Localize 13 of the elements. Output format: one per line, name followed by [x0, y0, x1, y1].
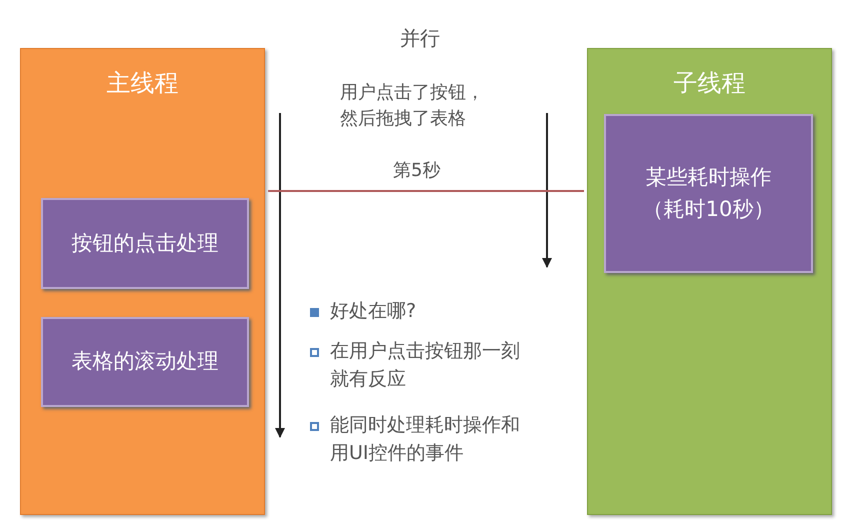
process-box: 按钮的点击处理	[41, 198, 249, 289]
thread-heading: 主线程	[106, 68, 180, 99]
bullet-text: 在用户点击按钮那一刻就有反应	[330, 339, 521, 392]
annotation-text: 用户点击了按钮，然后拖拽了表格	[340, 81, 485, 132]
thread-heading: 子线程	[672, 68, 746, 99]
annotation-text: 第5秒	[393, 159, 442, 183]
thread-panel	[20, 48, 265, 515]
process-box: 某些耗时操作（耗时10秒）	[604, 114, 813, 273]
heading-text: 并行	[400, 25, 441, 52]
process-box: 表格的滚动处理	[41, 317, 249, 407]
thread-panel	[587, 48, 832, 515]
bullet-text: 能同时处理耗时操作和用UI控件的事件	[330, 413, 521, 466]
bullet-text: 好处在哪?	[330, 299, 418, 324]
